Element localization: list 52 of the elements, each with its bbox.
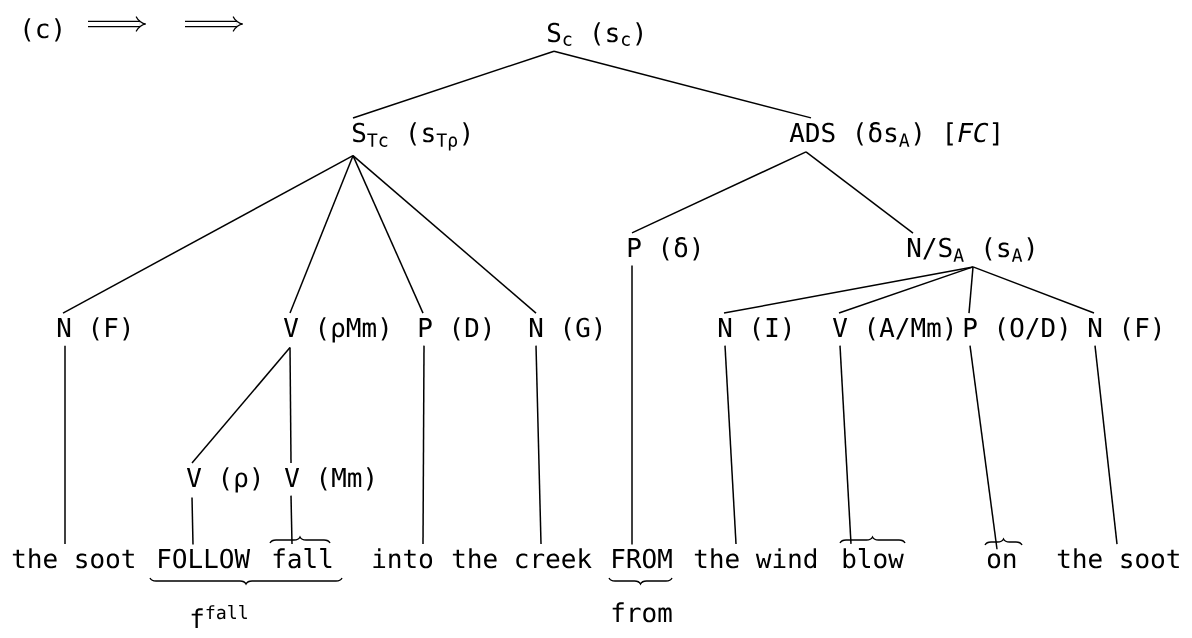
word: the wind [694,548,816,569]
annotation: from [612,602,672,623]
tree-label: S$_{Tc}$ (s$_{Tρ}$) [353,122,469,151]
tree-line [838,266,974,314]
tree-label: ADS (δs$_{A}$) [FC] [789,122,999,147]
tree-line [352,50,555,119]
tree-line [191,496,194,546]
tree-label: V (Mm) [284,467,373,491]
tree-label: P (δ) [628,237,700,261]
tree-label: V (ρMm) [283,317,388,343]
tree-line [352,154,424,314]
tree-line [553,50,812,119]
tree-label: N (I) [719,317,791,341]
tree-line [289,346,292,464]
tree-label: N/S$_{A}$ (s$_{A}$) [908,237,1034,262]
word: into [373,548,433,569]
tree-line [191,346,291,464]
tree-line [805,151,914,234]
tree-label: N (F) [1089,317,1161,341]
tree-line [62,154,354,314]
tree-label: N (G) [530,317,602,341]
word: blow [843,548,904,569]
tree-line [968,266,974,314]
tree-line [631,151,807,234]
word: FROM [613,548,672,569]
tree-label: P (D) [419,317,491,341]
tree-label: V (ρ) [186,467,260,493]
tree-label: S$_{c}$ (s$_{c}$) [548,22,642,46]
tree-label: N (F) [57,317,130,341]
annotation: f$^{fall}$ [191,605,247,628]
tree-line [289,154,354,314]
tree-line [631,264,633,546]
word: the soot [12,548,134,569]
tree-line [839,344,852,545]
tree-line [724,344,737,545]
annotation: (c) [24,18,61,42]
word: the soot [1057,548,1179,569]
tree-line [64,344,66,545]
tree-line [972,266,1095,314]
word: FOLLOW [159,548,251,569]
tree-line [535,344,542,545]
tree-line [290,494,293,545]
tree-label: P (O/D) [964,317,1067,341]
tree-line [422,344,425,545]
word: on [987,553,1016,569]
word: the creek [452,548,592,569]
tree-line [969,344,998,550]
word: fall [273,548,332,569]
tree-line [1094,344,1118,545]
tree-line [723,266,974,314]
tree-label: V (A/Mm) [832,317,952,341]
tree-line [352,154,537,314]
